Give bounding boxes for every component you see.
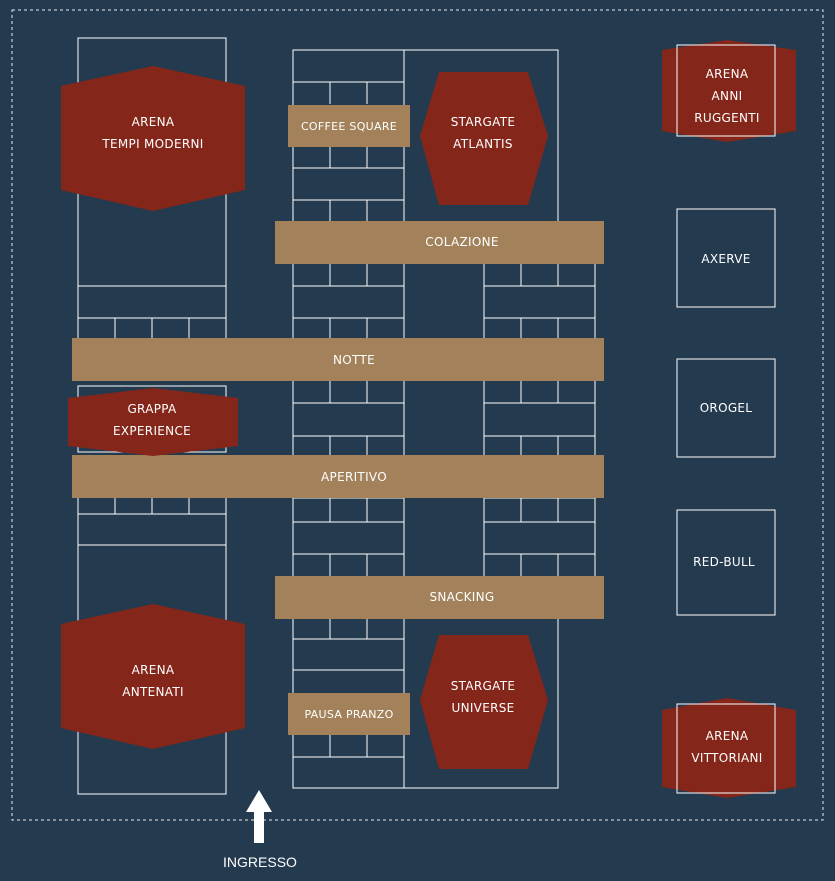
stand-red-bull (676, 509, 776, 616)
arena-stargate-universe (420, 635, 548, 769)
band-colazione-label: COLAZIONE (425, 235, 498, 249)
band-notte-label: NOTTE (333, 353, 375, 367)
arena-tempi-moderni-label-2: TEMPI MODERNI (101, 137, 203, 151)
arena-stargate-atlantis-label-2: ATLANTIS (453, 137, 513, 151)
stand-axerve (676, 208, 776, 308)
arena-anni-ruggenti-frame (676, 44, 776, 137)
arena-antenati-label-1: ARENA (132, 663, 175, 677)
arena-vittoriani-frame (676, 703, 776, 794)
center-top-tables (293, 81, 404, 224)
arena-vittoriani-label-2: VITTORIANI (691, 751, 762, 765)
arena-grappa-experience (68, 388, 238, 456)
arena-grappa-label-1: GRAPPA (127, 402, 177, 416)
arena-stargate-atlantis (420, 72, 548, 205)
arena-stargate-universe-label-1: STARGATE (451, 679, 515, 693)
up-arrow-icon (246, 790, 272, 843)
arena-antenati-label-2: ANTENATI (122, 685, 184, 699)
band-pausa-pranzo (288, 693, 410, 735)
arena-antenati (61, 604, 245, 749)
band-pausa-pranzo-label: PAUSA PRANZO (304, 708, 393, 721)
arena-vittoriani-label-1: ARENA (706, 729, 749, 743)
arena-anni-ruggenti-label-2: ANNI (712, 89, 743, 103)
band-coffee-square-label: COFFEE SQUARE (301, 120, 397, 133)
band-colazione (275, 221, 604, 264)
band-notte (72, 338, 604, 381)
arena-tempi-moderni-label-1: ARENA (132, 115, 175, 129)
stand-orogel-label: OROGEL (700, 401, 753, 415)
arena-anni-ruggenti-label-3: RUGGENTI (694, 111, 760, 125)
table-grids (292, 261, 596, 579)
entrance-label: INGRESSO (223, 854, 297, 870)
stand-red-bull-label: RED-BULL (693, 555, 755, 569)
arena-anni-ruggenti-label-1: ARENA (706, 67, 749, 81)
band-aperitivo-label: APERITIVO (321, 470, 387, 484)
stand-axerve-label: AXERVE (701, 252, 750, 266)
band-snacking (275, 576, 604, 619)
band-snacking-label: SNACKING (429, 590, 494, 604)
arena-stargate-universe-label-2: UNIVERSE (451, 701, 514, 715)
arena-tempi-moderni (61, 66, 245, 211)
center-bottom-tables (293, 615, 404, 758)
left-block-top-tables (78, 285, 226, 340)
left-block-bottom-tables (78, 490, 226, 546)
stand-orogel (676, 358, 776, 458)
arena-grappa-label-2: EXPERIENCE (113, 424, 191, 438)
band-coffee-square (288, 105, 410, 147)
arena-stargate-atlantis-label-1: STARGATE (451, 115, 515, 129)
arena-anni-ruggenti (662, 40, 796, 142)
arena-vittoriani (662, 698, 796, 798)
band-aperitivo (72, 455, 604, 498)
